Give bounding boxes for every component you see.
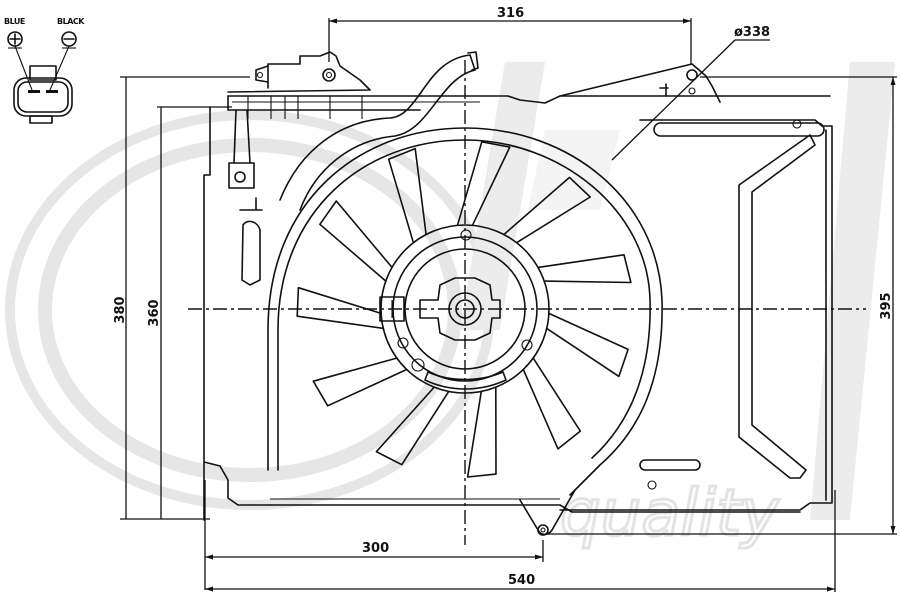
fan-blade	[387, 147, 427, 244]
bottom-slot	[639, 459, 701, 471]
dimension-380: 380	[113, 76, 250, 520]
dim-label-diameter: ø338	[734, 25, 770, 40]
dim-label-380: 380	[113, 296, 128, 323]
dimension-300: 300	[204, 480, 544, 590]
fan-ring	[267, 127, 663, 496]
negative-wire-label: BLACK	[57, 17, 85, 26]
connector-latch	[29, 65, 57, 81]
fan-blade	[456, 141, 511, 227]
top-slot	[653, 122, 825, 137]
fan-blade	[375, 386, 450, 466]
dim-label-540: 540	[508, 573, 535, 588]
fan-blade	[537, 254, 632, 284]
dim-label-395: 395	[879, 292, 894, 319]
bottom-mount-hole	[537, 524, 549, 536]
fan-blade	[503, 176, 591, 244]
motor-connector	[379, 296, 405, 322]
positive-wire-label: BLUE	[4, 17, 25, 26]
motor-shaft-cross	[419, 277, 501, 341]
fan-blade	[466, 386, 497, 478]
fan-blade	[312, 357, 408, 407]
fan-shroud	[203, 51, 833, 536]
fan-blade	[545, 312, 629, 378]
fan-blade	[319, 200, 393, 282]
dimension-diameter: ø338	[611, 25, 770, 161]
left-bracket	[228, 162, 255, 189]
motor-hub	[379, 224, 550, 394]
dimension-395: 395	[548, 76, 897, 535]
fan-blade	[296, 286, 385, 330]
dim-label-360: 360	[147, 299, 162, 326]
top-mount-hole-left	[322, 68, 336, 82]
top-mount-hole-right	[686, 69, 698, 81]
center-lines	[188, 60, 866, 545]
dim-label-316: 316	[497, 6, 524, 21]
dimension-316: 316	[328, 6, 692, 64]
fan-blades	[296, 141, 632, 478]
dim-label-300: 300	[362, 541, 389, 556]
dimension-360: 360	[147, 106, 232, 519]
dimension-540: 540	[205, 490, 836, 592]
watermark-text: quality	[560, 477, 780, 551]
fan-blade	[522, 357, 582, 450]
connector-pinout: BLUE BLACK	[4, 17, 86, 124]
